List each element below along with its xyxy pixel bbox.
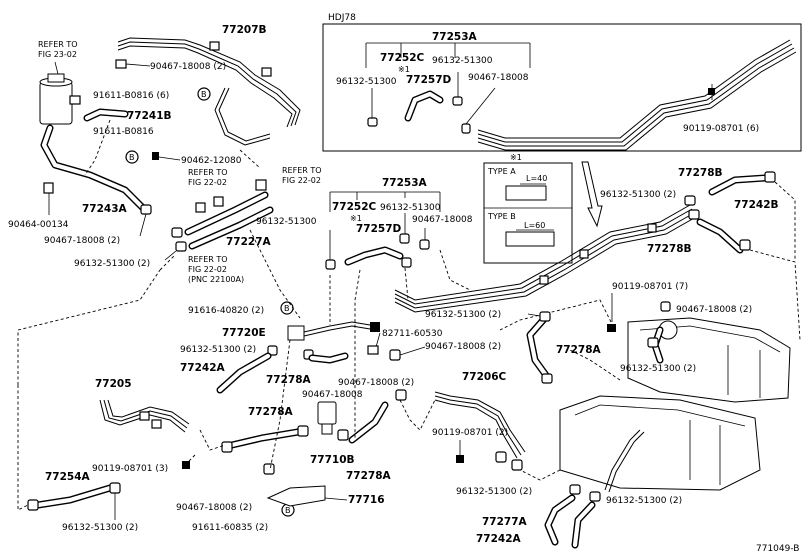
ref-note-4: REFER TO FIG 22-02 bbox=[282, 166, 322, 185]
svg-text:TYPE B: TYPE B bbox=[487, 212, 516, 221]
part-77241b: 77241B bbox=[127, 110, 172, 122]
part-90467-18008-2f: 90467-18008 (2) bbox=[176, 503, 252, 513]
part-77710b: 77710B bbox=[310, 454, 355, 466]
part-77207b: 77207B bbox=[222, 24, 267, 36]
part-77252c-mid: 77252C bbox=[332, 201, 377, 213]
type-box: ※1 TYPE A L=40 TYPE B L=60 bbox=[483, 153, 573, 264]
svg-text:FIG 23-02: FIG 23-02 bbox=[38, 50, 77, 59]
vsv-valve bbox=[287, 321, 380, 341]
part-77242a-b: 77242A bbox=[476, 533, 522, 545]
sub-tank bbox=[627, 317, 791, 403]
circle-b-4: B bbox=[285, 506, 291, 515]
variant-label: HDJ78 bbox=[328, 13, 356, 23]
svg-text:L=40: L=40 bbox=[526, 174, 547, 183]
part-82711-60530: 82711-60530 bbox=[382, 329, 443, 339]
dashed-leaders bbox=[17, 119, 621, 511]
part-77253a-top: 77253A bbox=[432, 31, 478, 43]
svg-text:FIG 22-02: FIG 22-02 bbox=[188, 265, 227, 274]
part-91611-b0816: 91611-B0816 bbox=[93, 127, 154, 137]
svg-text:FIG 22-02: FIG 22-02 bbox=[282, 176, 321, 185]
part-77253a-mid: 77253A bbox=[382, 177, 428, 189]
svg-text:(PNC 22100A): (PNC 22100A) bbox=[188, 275, 244, 284]
part-96132-51300-2d: 96132-51300 (2) bbox=[180, 345, 256, 355]
part-96132-51300-2b: 96132-51300 (2) bbox=[600, 190, 676, 200]
svg-text:FIG 22-02: FIG 22-02 bbox=[188, 178, 227, 187]
part-96132-51300-2f: 96132-51300 (2) bbox=[62, 523, 138, 533]
main-tank bbox=[559, 395, 761, 493]
part-77278a-d: 77278A bbox=[346, 470, 392, 482]
part-91611-60835-2: 91611-60835 (2) bbox=[192, 523, 268, 533]
part-90467-18008-2d: 90467-18008 (2) bbox=[425, 342, 501, 352]
part-90467-18008-t1: 90467-18008 bbox=[468, 73, 529, 83]
svg-text:REFER TO: REFER TO bbox=[188, 168, 228, 177]
mark-1-mid: ※1 bbox=[350, 214, 362, 223]
fuel-filter-canister bbox=[39, 73, 81, 125]
part-77252c-top: 77252C bbox=[380, 52, 425, 64]
part-90467-18008-2a: 90467-18008 (2) bbox=[150, 62, 226, 72]
part-96132-51300-2c: 96132-51300 (2) bbox=[620, 364, 696, 374]
part-77243a: 77243A bbox=[82, 203, 128, 215]
diagram-code: 771049-B bbox=[756, 544, 799, 554]
svg-text:TYPE A: TYPE A bbox=[487, 167, 516, 176]
part-96132-51300-t1: 96132-51300 bbox=[336, 77, 397, 87]
ref-note-3: REFER TO FIG 22-02 (PNC 22100A) bbox=[188, 255, 244, 284]
part-96132-51300-2a: 96132-51300 (2) bbox=[74, 259, 150, 269]
part-77205: 77205 bbox=[95, 378, 132, 390]
part-90462-12080: 90462-12080 bbox=[181, 156, 242, 166]
part-90467-18008-s: 90467-18008 bbox=[302, 390, 363, 400]
part-77278a-b: 77278A bbox=[556, 344, 602, 356]
part-77278b-a: 77278B bbox=[678, 167, 723, 179]
part-96132-51300-m1: 96132-51300 bbox=[256, 217, 317, 227]
svg-text:REFER TO: REFER TO bbox=[188, 255, 228, 264]
part-77254a: 77254A bbox=[45, 471, 91, 483]
part-90119-08701-7: 90119-08701 (7) bbox=[612, 282, 688, 292]
part-77278b-b: 77278B bbox=[647, 243, 692, 255]
part-90119-08701-2: 90119-08701 (2) bbox=[432, 428, 508, 438]
part-77277a: 77277A bbox=[482, 516, 528, 528]
pipe-77207b bbox=[117, 37, 301, 146]
part-77720e: 77720E bbox=[222, 327, 266, 339]
part-90464-00134: 90464-00134 bbox=[8, 220, 69, 230]
mark-1-top: ※1 bbox=[398, 65, 410, 74]
svg-text:REFER TO: REFER TO bbox=[38, 40, 78, 49]
part-90467-18008-2c: 90467-18008 (2) bbox=[676, 305, 752, 315]
hdj78-inset: HDJ78 bbox=[322, 13, 802, 152]
pipe-77206c bbox=[434, 391, 526, 471]
vapor-canister bbox=[317, 401, 337, 435]
part-77716: 77716 bbox=[348, 494, 385, 506]
part-96132-51300-2h: 96132-51300 (2) bbox=[606, 496, 682, 506]
part-77257d-mid: 77257D bbox=[356, 223, 402, 235]
part-77278a-a: 77278A bbox=[266, 374, 312, 386]
part-91611-b0816-6: 91611-B0816 (6) bbox=[93, 91, 169, 101]
part-77206c: 77206C bbox=[462, 371, 507, 383]
ref-note-1: REFER TO FIG 23-02 bbox=[38, 40, 78, 59]
part-77242a-a: 77242A bbox=[180, 362, 226, 374]
circle-b-1: B bbox=[201, 90, 207, 99]
pipe-bundle-middle bbox=[394, 204, 697, 313]
ref-note-2: REFER TO FIG 22-02 bbox=[188, 168, 228, 187]
pipe-77205 bbox=[99, 399, 190, 433]
part-90467-18008-m1: 90467-18008 bbox=[412, 215, 473, 225]
svg-text:REFER TO: REFER TO bbox=[282, 166, 322, 175]
part-77227a: 77227A bbox=[226, 236, 272, 248]
circle-b-3: B bbox=[284, 304, 290, 313]
part-90467-18008-2b: 90467-18008 (2) bbox=[44, 236, 120, 246]
part-77242b: 77242B bbox=[734, 199, 779, 211]
part-77278a-c: 77278A bbox=[248, 406, 294, 418]
svg-text:※1: ※1 bbox=[510, 153, 522, 162]
svg-text:L=60: L=60 bbox=[524, 221, 545, 230]
circle-b-2: B bbox=[129, 153, 135, 162]
part-90119-08701-3: 90119-08701 (3) bbox=[92, 464, 168, 474]
part-96132-51300-2g: 96132-51300 (2) bbox=[456, 487, 532, 497]
part-91616-40820-2: 91616-40820 (2) bbox=[188, 306, 264, 316]
part-90119-08701-6: 90119-08701 (6) bbox=[683, 124, 759, 134]
part-77257d-top: 77257D bbox=[406, 74, 452, 86]
part-96132-51300-t2: 96132-51300 bbox=[432, 56, 493, 66]
part-96132-51300-m2: 96132-51300 bbox=[380, 203, 441, 213]
part-96132-51300-2e: 96132-51300 (2) bbox=[425, 310, 501, 320]
part-90467-18008-2e: 90467-18008 (2) bbox=[338, 378, 414, 388]
